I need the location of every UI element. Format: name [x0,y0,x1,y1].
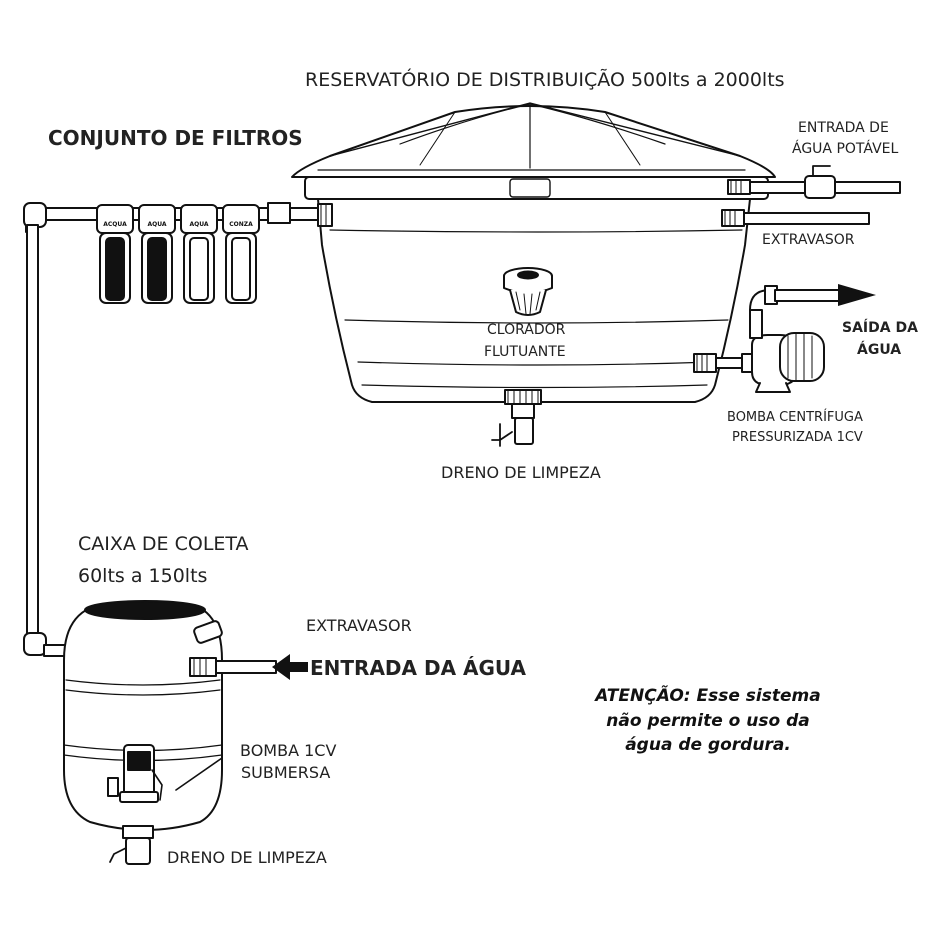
submersible-pump-label-2: SUBMERSA [241,763,331,782]
floating-chlorinator [503,267,553,316]
chlorinator-label-2: FLUTUANTE [484,344,566,360]
submersible-pump-pointer [175,757,223,791]
potable-inlet-label-1: ENTRADA DE [798,120,889,136]
warning-note-line-3: água de gordura. [625,735,791,756]
filter-set-title: CONJUNTO DE FILTROS [48,126,303,150]
potable-water-inlet [727,165,901,199]
centrifugal-pump [693,285,841,393]
filter-1 [96,204,134,304]
drum-water-inlet [189,657,277,677]
filter-3-brand: AQUA [189,221,208,228]
tank-overflow-pipe [721,209,870,227]
submersible-pump-label-1: BOMBA 1CV [240,741,337,760]
drum-drain-valve [109,825,154,865]
centrifugal-pump-label-2: PRESSURIZADA 1CV [732,430,863,445]
filter-set [37,202,333,304]
filter-1-brand: ACQUA [103,221,127,228]
filter-3 [180,204,218,304]
water-inlet-label: ENTRADA DA ÁGUA [310,656,527,680]
filter-4 [222,204,260,304]
warning-note-line-1: ATENÇÃO: Esse sistema [595,686,821,706]
collection-box-title: CAIXA DE COLETA [78,533,249,555]
filter-4-brand: CONZA [229,221,253,228]
reservoir-title: RESERVATÓRIO DE DISTRIBUIÇÃO 500lts a 20… [305,69,785,91]
warning-note: ATENÇÃO: Esse sistema não permite o uso … [588,684,828,758]
drum-overflow-label: EXTRAVASOR [306,616,412,635]
submersible-pump [107,744,163,803]
overflow-top-label: EXTRAVASOR [762,232,855,248]
warning-note-line-2: não permite o uso da [606,710,810,731]
water-outlet-label-1: SAÍDA DA [842,320,918,336]
water-outlet-arrow [838,284,876,306]
water-outlet-label-2: ÁGUA [857,342,902,358]
drum-vent-fitting [193,620,223,644]
tank-drain-valve [491,389,542,447]
water-inlet-arrow [272,654,308,680]
filter-2 [138,204,176,304]
chlorinator-label-1: CLORADOR [487,322,566,338]
drum-drain-label: DRENO DE LIMPEZA [167,848,327,867]
tank-drain-label: DRENO DE LIMPEZA [441,463,601,482]
filter-2-brand: AQUA [147,221,166,228]
potable-inlet-label-2: ÁGUA POTÁVEL [792,141,899,157]
centrifugal-pump-label-1: BOMBA CENTRÍFUGA [727,410,863,425]
collection-box-capacity: 60lts a 150lts [78,565,208,587]
